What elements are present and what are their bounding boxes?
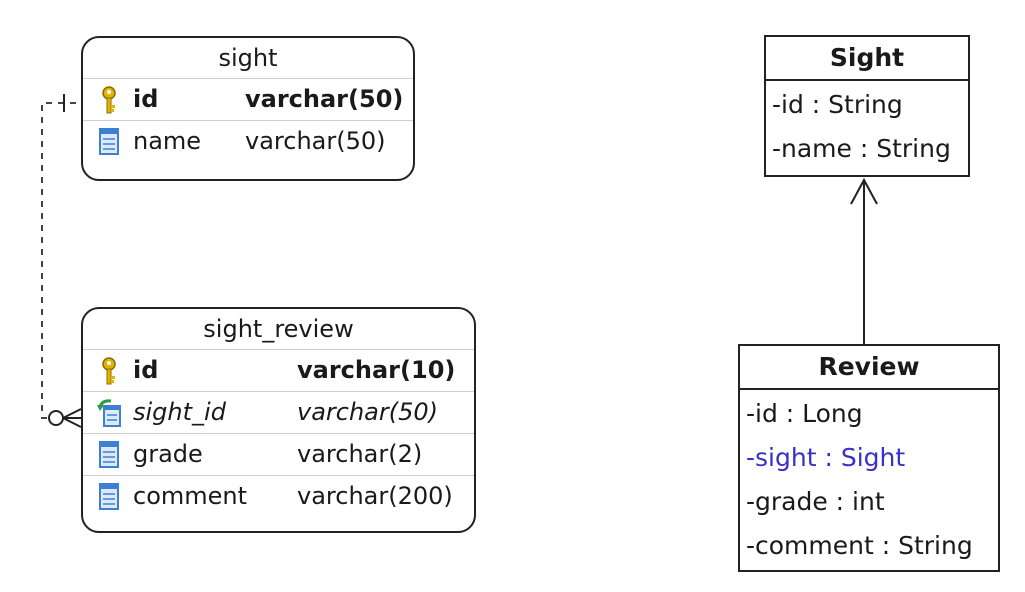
column-name: sight_id xyxy=(133,398,226,426)
uml-attribute: -name : String xyxy=(772,134,951,163)
key-icon xyxy=(102,357,116,385)
column-icon xyxy=(99,128,119,155)
column-icon xyxy=(99,441,119,468)
er-crowfoot-mark xyxy=(48,408,82,428)
er-column-row[interactable]: sight_id varchar(50) xyxy=(83,392,474,434)
er-column-row[interactable]: id varchar(10) xyxy=(83,350,474,392)
er-relationship-line xyxy=(41,102,76,419)
uml-class-name: Sight xyxy=(766,37,968,81)
uml-attribute: -comment : String xyxy=(746,531,973,560)
column-type: varchar(10) xyxy=(297,356,456,384)
uml-attribute: -grade : int xyxy=(746,487,885,516)
uml-attribute: -id : Long xyxy=(746,399,863,428)
column-type: varchar(50) xyxy=(297,398,439,426)
column-name: id xyxy=(133,85,159,113)
uml-arrow-head xyxy=(850,177,878,205)
uml-attribute-list: -id : Long -sight : Sight -grade : int -… xyxy=(740,390,998,568)
er-table-title: sight_review xyxy=(83,309,474,350)
column-name: grade xyxy=(133,440,203,468)
column-type: varchar(50) xyxy=(245,127,386,155)
column-icon xyxy=(99,483,119,510)
column-name: id xyxy=(133,356,159,384)
er-column-row[interactable]: name varchar(50) xyxy=(83,121,413,162)
er-table-sight-review[interactable]: sight_review id varchar(10) sight_id var… xyxy=(81,307,476,533)
er-table-title: sight xyxy=(83,38,413,79)
uml-class-review[interactable]: Review -id : Long -sight : Sight -grade … xyxy=(738,344,1000,572)
er-column-row[interactable]: grade varchar(2) xyxy=(83,434,474,476)
column-name: comment xyxy=(133,482,248,510)
er-column-row[interactable]: comment varchar(200) xyxy=(83,476,474,517)
foreign-key-icon xyxy=(97,399,121,427)
column-name: name xyxy=(133,127,202,155)
uml-class-sight[interactable]: Sight -id : String -name : String xyxy=(764,35,970,177)
er-table-sight[interactable]: sight id varchar(50) name varchar(50) xyxy=(81,36,415,181)
uml-attribute-list: -id : String -name : String xyxy=(766,81,968,171)
column-type: varchar(200) xyxy=(297,482,453,510)
column-type: varchar(50) xyxy=(245,85,404,113)
column-type: varchar(2) xyxy=(297,440,423,468)
key-icon xyxy=(102,86,116,114)
uml-class-name: Review xyxy=(740,346,998,390)
uml-attribute: -id : String xyxy=(772,90,903,119)
uml-association-attribute: -sight : Sight xyxy=(746,443,906,472)
er-column-row[interactable]: id varchar(50) xyxy=(83,79,413,121)
